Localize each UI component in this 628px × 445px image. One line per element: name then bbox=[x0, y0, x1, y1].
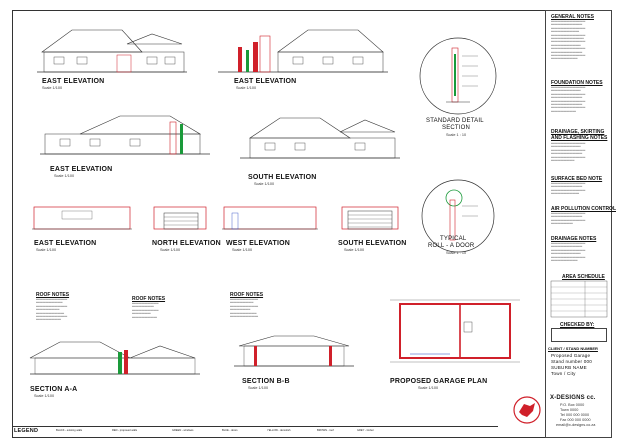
drawing-sheet bbox=[12, 10, 612, 438]
foundation-notes-text: ━━━━━━━━━━━━━━━━━━━━━━━━━━━━━━━━━━━━━━━━… bbox=[551, 86, 586, 113]
elevation-title: EAST ELEVATION bbox=[42, 78, 105, 85]
section-a-a-drawing bbox=[29, 341, 200, 375]
roll-a-door-subtitle: ROLL - A DOOR bbox=[428, 243, 475, 249]
project-line-4: Town / City bbox=[551, 371, 576, 376]
company-line-3: Tel 000 000 0000 bbox=[560, 413, 590, 417]
elevation-scale: Scale 1/100 bbox=[42, 86, 63, 90]
elevation-scale: Scale 1/100 bbox=[54, 174, 75, 178]
foundation-notes-title: FOUNDATION NOTES bbox=[551, 80, 603, 86]
standard-detail-scale: Scale 1 : 10 bbox=[446, 133, 467, 137]
surface-bed-text: ━━━━━━━━━━━━━━━━━━━━━━━━━━━━━━━━━━━━━━━━… bbox=[551, 182, 586, 196]
section-title: SECTION A-A bbox=[30, 386, 78, 393]
elevation-title: SOUTH ELEVATION bbox=[248, 174, 317, 181]
standard-detail-title: STANDARD DETAIL bbox=[426, 118, 484, 124]
project-line-2: Stand number 000 bbox=[551, 359, 592, 364]
air-pollution-text: ━━━━━━━━━━━━━━━━━━━━━━━━━━━━━━━━━━━━━━━━… bbox=[551, 212, 586, 226]
surface-bed-title: SURFACE BED NOTE bbox=[551, 176, 603, 182]
section-scale: Scale 1/100 bbox=[34, 394, 55, 398]
legend-item: BROWN - roof bbox=[317, 429, 334, 432]
garage-elevation-south bbox=[341, 206, 399, 230]
garage-elevation-east bbox=[32, 206, 132, 230]
elevation-scale: Scale 1/100 bbox=[232, 248, 253, 252]
elevation-scale: Scale 1/100 bbox=[254, 182, 275, 186]
elevation-scale: Scale 1/100 bbox=[236, 86, 257, 90]
company-line-4: Fax 000 000 0000 bbox=[560, 418, 591, 422]
elevation-drawing-east-1 bbox=[37, 29, 187, 73]
roll-a-door-title: TYPICAL bbox=[440, 236, 467, 242]
legend-item: GREEN - windows bbox=[172, 429, 194, 432]
legend-item: RED - proposed walls bbox=[112, 429, 138, 432]
garage-plan-title: PROPOSED GARAGE PLAN bbox=[390, 378, 488, 385]
notes-panel bbox=[545, 10, 612, 438]
elevation-drawing-east-3 bbox=[40, 115, 210, 155]
area-schedule-table bbox=[550, 280, 608, 318]
elevation-drawing-south-1 bbox=[240, 117, 400, 159]
company-name: X-DESIGNS cc. bbox=[550, 395, 596, 401]
company-line-1: P.O. Box 0000 bbox=[560, 403, 585, 407]
drainage-skirting-text: ━━━━━━━━━━━━━━━━━━━━━━━━━━━━━━━━━━━━━━━━… bbox=[551, 142, 586, 163]
client-stand-title: CLIENT / STAND NUMBER bbox=[548, 346, 598, 351]
legend-item: BLACK - existing walls bbox=[56, 429, 83, 432]
section-scale: Scale 1/100 bbox=[248, 386, 269, 390]
garage-elevation-north bbox=[153, 206, 207, 230]
drainage-skirting-title: DRAINAGE, SKIRTING AND FLASHING NOTES bbox=[551, 129, 608, 141]
company-line-5: email@x-designs.co.za bbox=[556, 423, 596, 427]
roof-notes-title: ROOF NOTES bbox=[132, 296, 166, 302]
standard-detail-circle bbox=[419, 37, 497, 115]
garage-elevation-west bbox=[222, 206, 318, 230]
elevation-title: EAST ELEVATION bbox=[50, 166, 113, 173]
elevation-title: EAST ELEVATION bbox=[234, 78, 297, 85]
elevation-title: SOUTH ELEVATION bbox=[338, 240, 407, 247]
general-notes-text: ━━━━━━━━━━━━━━━━━━━━━━━━━━━━━━━━━━━━━━━━… bbox=[551, 20, 586, 61]
roof-notes-text: ━━━━━━━━━━━━━━━━━━━━━━━━━━━━━━━━━━━━━━━━… bbox=[36, 298, 68, 322]
elevation-title: NORTH ELEVATION bbox=[152, 240, 221, 247]
checked-by-title: CHECKED BY: bbox=[560, 322, 595, 328]
project-line-3: SUBURB NAME bbox=[551, 365, 587, 370]
roll-a-door-scale: Scale 1 : 10 bbox=[446, 251, 467, 255]
legend-item: YELLOW - demolish bbox=[267, 429, 291, 432]
standard-detail-subtitle: SECTION bbox=[442, 125, 471, 131]
elevation-drawing-east-2 bbox=[218, 29, 388, 73]
roof-notes-text: ━━━━━━━━━━━━━━━━━━━━━━━━━━━━━━━━━━━━━━━━… bbox=[230, 298, 259, 319]
legend-label: LEGEND bbox=[14, 428, 39, 434]
section-b-b-drawing bbox=[234, 335, 354, 367]
garage-plan-scale: Scale 1/100 bbox=[418, 386, 439, 390]
company-line-2: Town 0000 bbox=[560, 408, 579, 412]
elevation-scale: Scale 1/100 bbox=[36, 248, 57, 252]
legend-item: BLUE - doors bbox=[222, 429, 238, 432]
project-line-1: Proposed Garage bbox=[551, 353, 591, 358]
legend-bar: LEGEND BLACK - existing walls RED - prop… bbox=[12, 426, 498, 436]
legend-item: GREY - timber bbox=[357, 429, 374, 432]
roof-notes-text: ━━━━━━━━━━━━━━━━━━━━━━━━━━━━━━━━━━━━━━━━… bbox=[132, 302, 159, 319]
general-notes-title: GENERAL NOTES bbox=[551, 14, 594, 20]
company-logo bbox=[513, 396, 541, 424]
drainage-notes-text: ━━━━━━━━━━━━━━━━━━━━━━━━━━━━━━━━━━━━━━━━… bbox=[551, 242, 586, 263]
elevation-title: WEST ELEVATION bbox=[226, 240, 290, 247]
roll-a-door-detail-circle bbox=[421, 179, 495, 253]
section-title: SECTION B-B bbox=[242, 378, 290, 385]
roof-notes-title: ROOF NOTES bbox=[230, 292, 264, 298]
air-pollution-title: AIR POLLUTION CONTROL bbox=[551, 206, 616, 212]
elevation-scale: Scale 1/100 bbox=[344, 248, 365, 252]
garage-plan-drawing bbox=[390, 299, 520, 363]
elevation-title: EAST ELEVATION bbox=[34, 240, 97, 247]
elevation-scale: Scale 1/100 bbox=[160, 248, 181, 252]
area-schedule-title: AREA SCHEDULE bbox=[562, 274, 605, 280]
checked-by-box bbox=[551, 328, 607, 342]
drainage-notes-title: DRAINAGE NOTES bbox=[551, 236, 597, 242]
roof-notes-title: ROOF NOTES bbox=[36, 292, 70, 298]
